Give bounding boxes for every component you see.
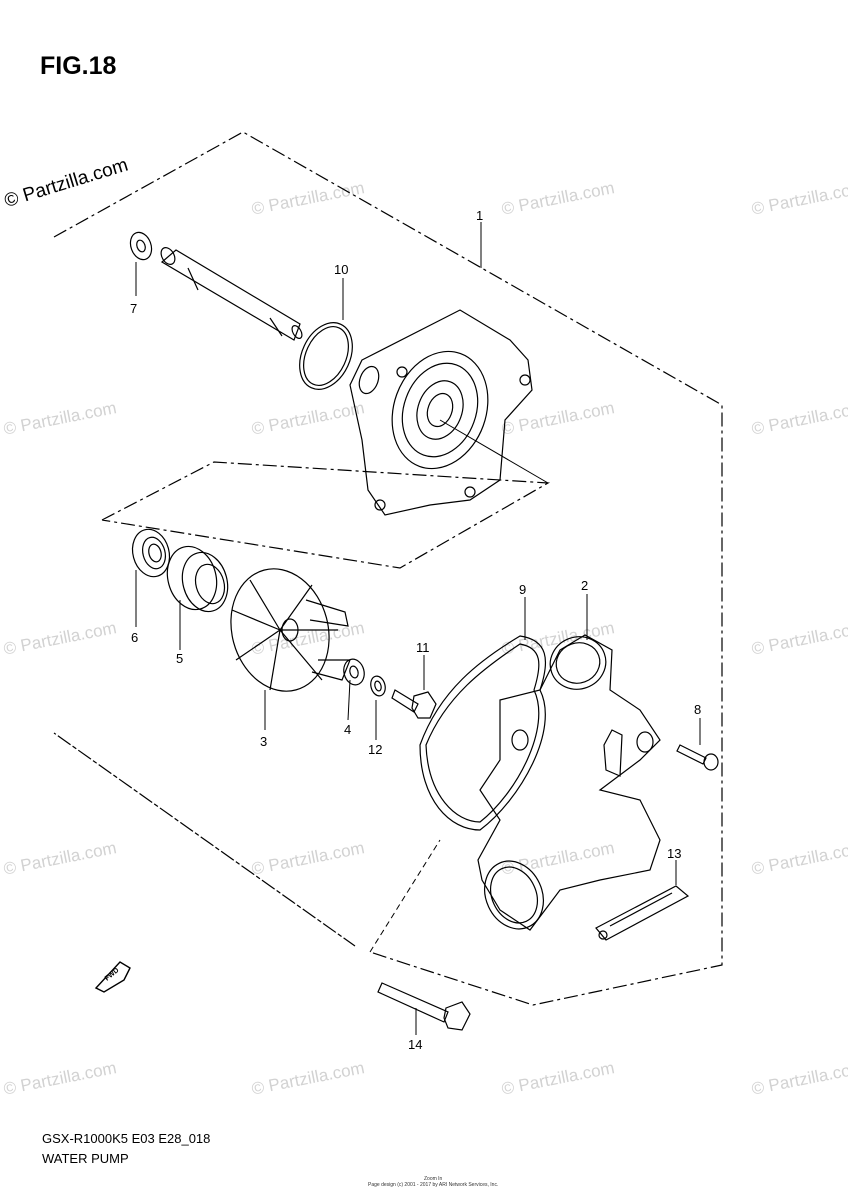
callout-11: 11	[416, 640, 430, 655]
footer-zoom-link[interactable]: Zoom In	[424, 1176, 443, 1182]
pump-case-2	[477, 634, 661, 931]
washer-12	[370, 675, 386, 697]
bolt-11	[391, 689, 437, 719]
washer-4	[343, 658, 365, 686]
pump-shaft	[160, 247, 303, 341]
impeller-3	[230, 568, 351, 692]
assembly-boundary	[53, 131, 723, 1006]
callout-13: 13	[667, 846, 681, 861]
callout-2: 2	[581, 578, 588, 593]
callout-6: 6	[131, 630, 138, 645]
leader-lines	[135, 222, 701, 1035]
mechanical-seal-5	[166, 545, 229, 613]
oil-seal-6	[131, 528, 171, 578]
callout-7: 7	[130, 301, 137, 316]
fwd-label: FWD	[104, 967, 121, 983]
callout-12: 12	[368, 742, 382, 757]
callout-5: 5	[176, 651, 183, 666]
o-ring-10	[299, 322, 353, 390]
clamp-13	[595, 885, 690, 941]
callout-1: 1	[476, 208, 483, 223]
figure-title: FIG.18	[40, 52, 117, 80]
bolt-14	[377, 982, 471, 1031]
model-code: GSX-R1000K5 E03 E28_018	[42, 1131, 211, 1146]
o-ring-9	[419, 635, 547, 831]
washer-7	[129, 231, 153, 261]
fwd-arrow-icon: FWD	[94, 961, 131, 993]
assembly-name: WATER PUMP	[42, 1151, 129, 1166]
screw-8	[676, 744, 719, 771]
callout-14: 14	[408, 1037, 422, 1052]
footer-note: Zoom In Page design (c) 2001 - 2017 by A…	[368, 1176, 498, 1188]
callout-3: 3	[260, 734, 267, 749]
callout-4: 4	[344, 722, 351, 737]
footer-copyright: Page design (c) 2001 - 2017 by ARI Netwo…	[368, 1182, 499, 1188]
callout-8: 8	[694, 702, 701, 717]
pump-cover	[349, 309, 533, 516]
callout-10: 10	[334, 262, 348, 277]
callout-9: 9	[519, 582, 526, 597]
